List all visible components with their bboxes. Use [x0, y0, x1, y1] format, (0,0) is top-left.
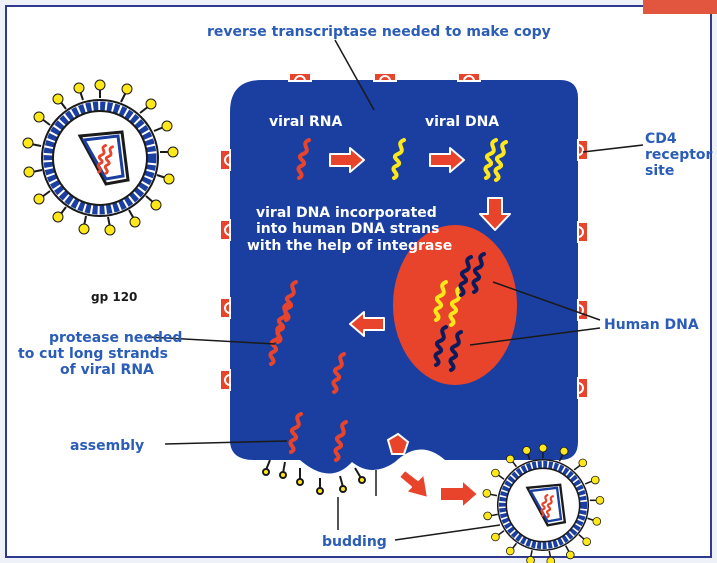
- label-cd4-line1: CD4: [645, 131, 677, 147]
- cd4-receptor-icon: [578, 300, 588, 320]
- cd4-receptor-icon: [220, 150, 230, 170]
- label-assembly: assembly: [70, 438, 144, 454]
- label-cd4-line2: receptor: [645, 147, 713, 163]
- label-protease-line2: to cut long strands: [18, 346, 168, 362]
- label-protease-line1: protease needed: [49, 330, 182, 346]
- cd4-receptor-icon: [220, 220, 230, 240]
- label-viral-dna: viral DNA: [425, 114, 499, 130]
- label-viral-rna: viral RNA: [269, 114, 342, 130]
- label-integrase-line1: viral DNA incorporated: [256, 205, 437, 221]
- hiv-virion-icon: [23, 80, 178, 235]
- cd4-receptor-icon: [578, 140, 588, 160]
- label-human-dna: Human DNA: [604, 317, 699, 333]
- cd4-receptor-icon: [220, 298, 230, 318]
- label-integrase-line2: into human DNA strans: [256, 221, 439, 237]
- label-gp120: gp 120: [91, 290, 137, 304]
- arrow-icon: [399, 470, 428, 498]
- label-integrase-line3: with the help of integrase: [247, 238, 452, 254]
- hiv-virion-right: [483, 444, 604, 563]
- cd4-receptor-icon: [578, 222, 588, 242]
- label-cd4-line3: site: [645, 163, 674, 179]
- cd4-receptor-icon: [289, 73, 311, 81]
- label-budding: budding: [322, 534, 387, 550]
- cd4-receptor-icon: [458, 73, 480, 81]
- hiv-virion-left: [23, 80, 178, 235]
- cd4-receptor-icon: [374, 73, 396, 81]
- arrow-icon: [440, 480, 478, 508]
- label-protease-line3: of viral RNA: [60, 362, 154, 378]
- hiv-virion-icon: [483, 444, 604, 563]
- cd4-receptor-icon: [220, 370, 230, 390]
- cd4-receptor-icon: [578, 378, 588, 398]
- label-reverse-transcriptase: reverse transcriptase needed to make cop…: [207, 24, 551, 40]
